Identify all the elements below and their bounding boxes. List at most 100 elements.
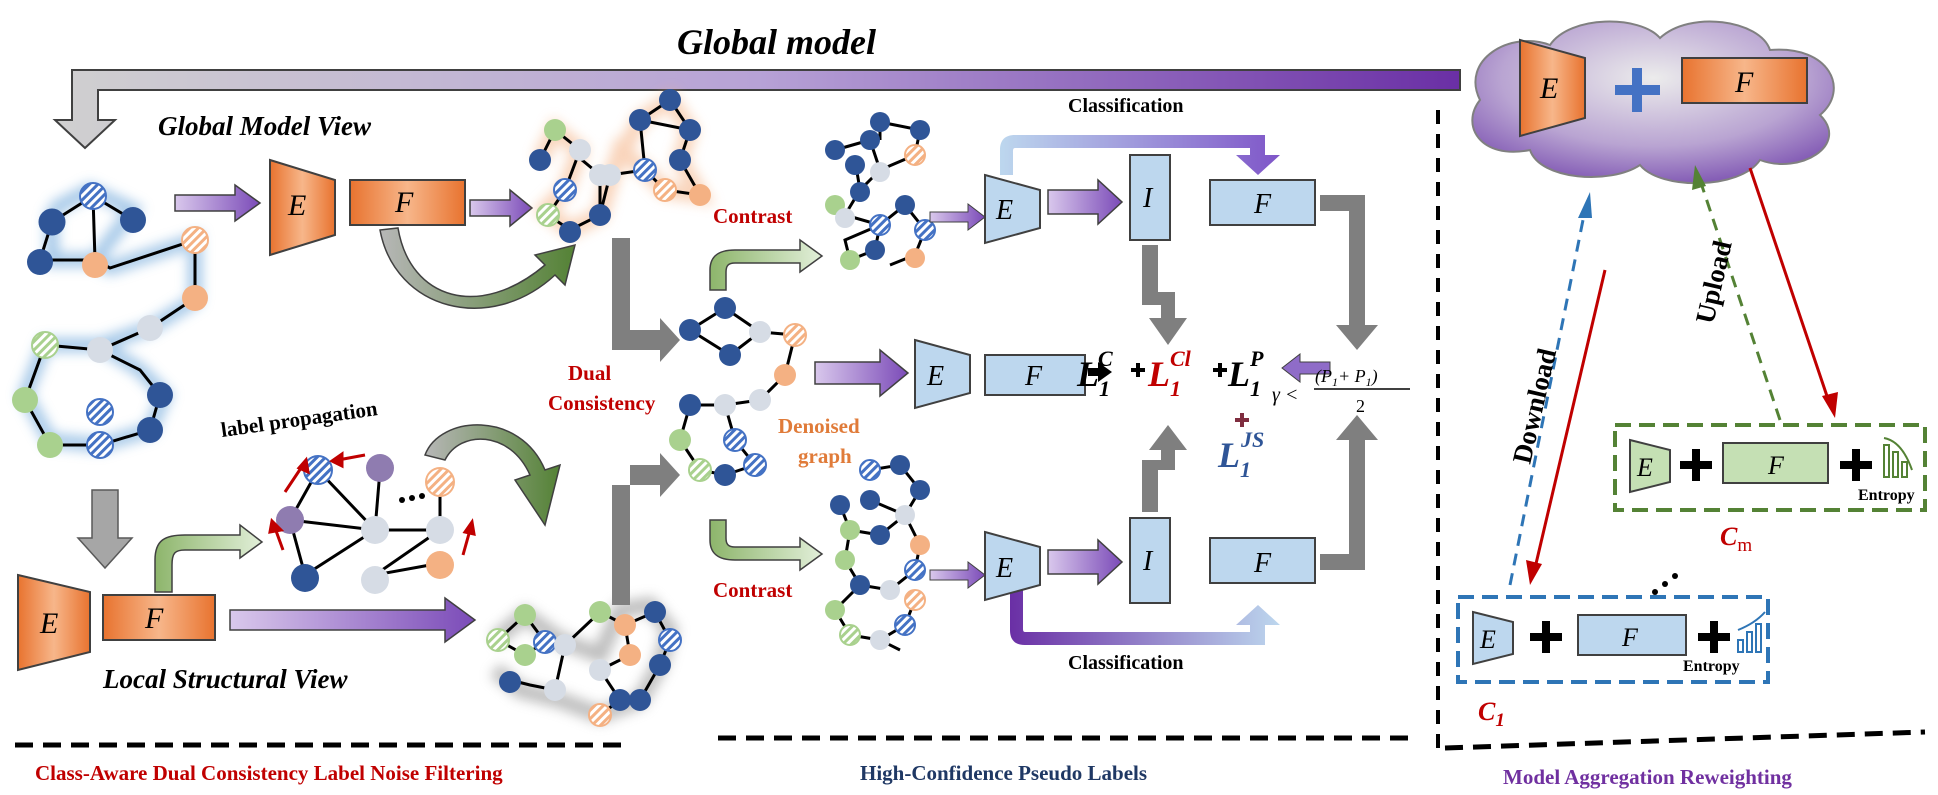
contrast-arrow-bottom	[709, 519, 824, 572]
encoder-middle	[914, 338, 971, 410]
label-local-structural-view: Local Structural View	[102, 664, 349, 694]
curved-arrow-local	[424, 424, 562, 527]
denoised-graph	[669, 297, 807, 486]
arrow-classifier-to-loss	[1075, 362, 1112, 382]
orange-graph	[529, 88, 716, 243]
threshold-denominator: 2	[1356, 396, 1365, 416]
download-label: Download	[1507, 346, 1563, 467]
cloud-classifier-letter: F	[1734, 66, 1754, 99]
classifier-middle-letter: F	[1024, 361, 1043, 392]
contrast-graph-top	[825, 112, 936, 270]
classification-arrow-top	[1000, 135, 1280, 175]
global-classifier-letter: F	[394, 186, 414, 219]
classification-top-label: Classification	[1068, 95, 1184, 117]
formula-plus-signs	[1131, 363, 1249, 427]
client-m-box	[1613, 423, 1927, 512]
upload-red-arrow	[1748, 167, 1838, 418]
encoder-top	[984, 173, 1041, 245]
arrow-inference-bottom-to-loss	[1142, 425, 1187, 512]
local-encoder-letter: E	[39, 607, 58, 640]
input-graph	[12, 182, 209, 459]
threshold-numerator: (P1+ P1)	[1315, 366, 1378, 389]
arrow-graph-to-encoder-bottom	[929, 560, 986, 590]
loss-cl-sup: Cl	[1170, 346, 1192, 371]
arrow-inference-top-to-loss	[1142, 245, 1187, 345]
download-dashed-arrow	[1508, 192, 1592, 586]
arrow-to-orange-graph	[469, 188, 534, 228]
curved-arrow-global	[379, 227, 577, 309]
arrow-encoder-to-inference-top	[1047, 178, 1124, 226]
arrow-orange-graph-to-dual	[612, 238, 680, 362]
loss-c: L1	[1076, 354, 1110, 401]
loss-p: L1	[1227, 354, 1261, 401]
classification-arrow-bottom	[1010, 590, 1280, 645]
arrow-graph-to-encoder-top	[929, 202, 986, 232]
global-classifier-block	[349, 179, 466, 226]
classifier-top-letter: F	[1253, 189, 1272, 220]
loss-js-sup: JS	[1240, 427, 1264, 452]
label-propagation-text: label propagation	[219, 396, 379, 442]
arrow-denoised-to-encoder	[814, 348, 910, 398]
label-propagation-graph	[268, 451, 476, 594]
classifier-bottom	[1209, 537, 1316, 584]
denoised-graph-line2: graph	[798, 444, 852, 468]
loss-cl: L1	[1147, 354, 1181, 401]
local-classifier-block	[102, 594, 216, 641]
download-red-arrow	[1526, 269, 1607, 585]
cloud-encoder	[1519, 38, 1586, 138]
encoder-bottom	[984, 530, 1041, 602]
section-right-caption: Model Aggregation Reweighting	[1503, 765, 1792, 789]
client-1-classifier-letter: F	[1621, 623, 1639, 652]
arrow-local-to-denoised	[229, 596, 477, 644]
classifier-bottom-letter: F	[1253, 548, 1272, 579]
arrow-to-global-encoder	[174, 183, 262, 223]
client-m-encoder-letter: E	[1636, 453, 1653, 482]
classifier-middle	[984, 354, 1086, 396]
bottom-separators	[15, 729, 1926, 751]
inference-bottom	[1129, 517, 1171, 604]
classifier-top	[1209, 179, 1316, 226]
arrow-to-label-propagation	[154, 523, 264, 593]
contrast-graph-bottom	[825, 455, 930, 652]
upload-label: Upload	[1690, 238, 1738, 327]
client-1-entropy-label: Entropy	[1683, 658, 1740, 675]
threshold-formula: γ < (P1+ P1) 2	[1272, 366, 1410, 416]
loss-js: L1	[1217, 435, 1251, 482]
client-1-encoder-letter: E	[1479, 625, 1496, 654]
inference-top-letter: I	[1142, 183, 1154, 214]
arrow-threshold-to-loss	[1281, 352, 1331, 384]
cloud-classifier	[1681, 57, 1808, 104]
arrow-encoder-to-inference-bottom	[1047, 538, 1124, 586]
contrast-bottom-label: Contrast	[713, 578, 792, 602]
global-model-arrow	[52, 69, 1461, 150]
encoder-bottom-letter: E	[995, 553, 1013, 584]
client-1-label: C1	[1478, 697, 1505, 731]
section-middle-caption: High-Confidence Pseudo Labels	[860, 761, 1147, 785]
client-m-classifier-letter: F	[1767, 451, 1785, 480]
global-encoder-block	[269, 158, 336, 257]
loss-p-sup: P	[1249, 346, 1264, 371]
cloud-encoder-letter: E	[1539, 72, 1558, 105]
local-encoder-block	[17, 573, 91, 672]
arrow-down-to-local	[76, 489, 134, 570]
client-m-entropy-label: Entropy	[1858, 487, 1915, 504]
global-encoder-letter: E	[287, 189, 306, 222]
arrow-classifier-bottom-to-threshold	[1320, 415, 1378, 570]
client-1-box	[1456, 595, 1770, 684]
local-classifier-letter: F	[144, 602, 164, 635]
client-m-label: Cm	[1720, 522, 1752, 556]
dual-consistency-line2: Consistency	[548, 391, 656, 415]
arrow-classifier-top-to-threshold	[1320, 195, 1378, 350]
upload-dashed-arrow	[1692, 165, 1782, 421]
dual-consistency-line1: Dual	[568, 361, 611, 385]
contrast-top-label: Contrast	[713, 204, 792, 228]
cloud-plus-icon	[1615, 68, 1660, 112]
label-global-model-view: Global Model View	[158, 111, 372, 141]
clients-ellipsis	[1652, 573, 1678, 595]
classification-bottom-label: Classification	[1068, 652, 1184, 674]
denoised-graph-line1: Denoised	[778, 414, 860, 438]
inference-bottom-letter: I	[1142, 546, 1154, 577]
threshold-gamma: γ <	[1272, 384, 1298, 406]
